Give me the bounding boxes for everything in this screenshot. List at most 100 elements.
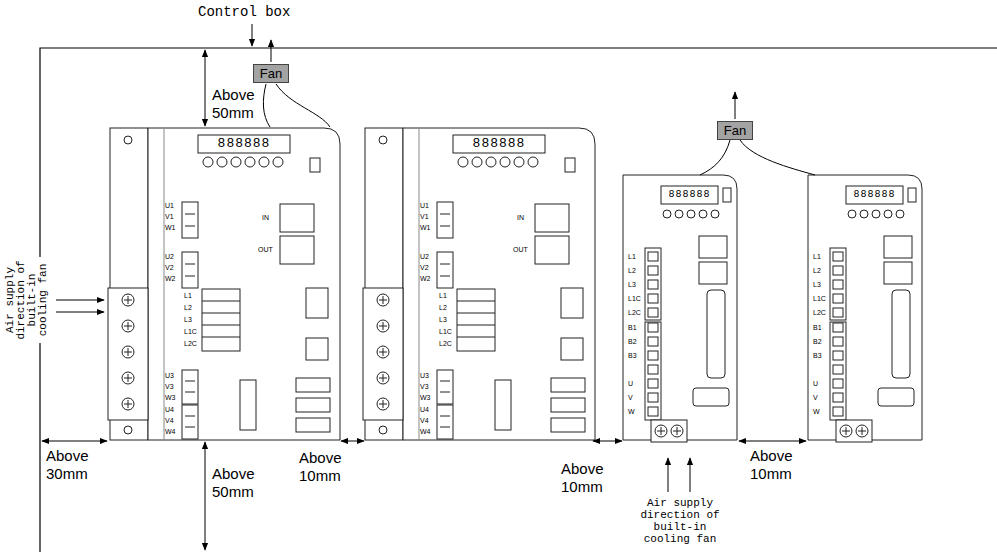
dimension-arrow [205, 442, 206, 550]
terminal-label: L2 [439, 304, 447, 312]
port-label: IN [262, 214, 269, 222]
terminal-label: L2 [628, 267, 636, 275]
terminal-label: W4 [420, 428, 431, 436]
terminal-label: V3 [420, 383, 429, 391]
dimension-arrow [593, 441, 622, 442]
terminal-label: U1 [420, 202, 429, 210]
airflow-line [740, 140, 815, 175]
airflow-arrow [56, 40, 735, 492]
terminal-label: L2 [813, 267, 821, 275]
terminal-label: V3 [165, 383, 174, 391]
display-digits: 888888 [453, 136, 545, 152]
airflow-note: Air supply direction of built-in cooling… [5, 257, 49, 343]
servo-drive [108, 128, 340, 440]
airflow-arrow [668, 458, 669, 492]
display-digits: 888888 [661, 188, 718, 202]
terminal-label: U4 [420, 406, 429, 414]
terminal-label: V1 [420, 213, 429, 221]
terminal-label: B2 [628, 338, 637, 346]
terminal-label: U2 [165, 253, 174, 261]
terminal-label: L1 [439, 292, 447, 300]
terminal-label: W2 [165, 275, 176, 283]
terminal-label: L1 [813, 253, 821, 261]
terminal-label: L1C [813, 295, 826, 303]
control-box-outline [40, 48, 997, 552]
servo-drive [363, 128, 595, 440]
terminal-label: L3 [439, 316, 447, 324]
terminal-label: L1 [184, 292, 192, 300]
airflow-arrow [56, 300, 104, 301]
dimension-arrow [42, 441, 107, 442]
dimension-arrow [341, 441, 364, 442]
dimension-label: Above 10mm [299, 449, 351, 485]
terminal-label: U3 [165, 372, 174, 380]
port-label: OUT [258, 246, 273, 254]
fan-label: Fan [724, 123, 746, 138]
callout-label: Control box [198, 4, 290, 21]
dimension-label: Above 10mm [561, 460, 613, 496]
terminal-label: V [813, 394, 818, 402]
terminal-label: L2 [184, 304, 192, 312]
dimension-arrow [739, 441, 806, 442]
port-label: IN [517, 214, 524, 222]
terminal-label: L1C [628, 295, 641, 303]
dimension-label: Above 10mm [750, 447, 802, 483]
terminal-label: W1 [420, 224, 431, 232]
terminal-label: U [628, 380, 633, 388]
terminal-label: L1C [184, 328, 197, 336]
terminal-label: U [813, 380, 818, 388]
servo-drive [623, 175, 737, 442]
terminal-label: V4 [165, 417, 174, 425]
dimension-arrow [205, 50, 206, 126]
dimension-label: Above 50mm [212, 465, 264, 501]
terminal-label: U3 [420, 372, 429, 380]
terminal-label: W [813, 408, 820, 416]
terminal-label: W4 [165, 428, 176, 436]
terminal-label: L2C [628, 309, 641, 317]
terminal-label: B3 [813, 352, 822, 360]
terminal-label: V2 [165, 264, 174, 272]
airflow-arrow [56, 312, 104, 313]
airflow-note: Air supply direction of built-in cooling… [637, 497, 723, 545]
terminal-label: L3 [628, 281, 636, 289]
terminal-label: L3 [184, 316, 192, 324]
terminal-label: V2 [420, 264, 429, 272]
port-label: OUT [513, 246, 528, 254]
terminal-label: B3 [628, 352, 637, 360]
terminal-label: L3 [813, 281, 821, 289]
display-digits: 888888 [198, 136, 290, 152]
airflow-arrow [735, 92, 736, 119]
fan-box: Fan [717, 121, 753, 140]
terminal-label: B2 [813, 338, 822, 346]
terminal-label: W1 [165, 224, 176, 232]
terminal-label: L1C [439, 328, 452, 336]
servo-drive [808, 175, 922, 442]
airflow-arrow [690, 458, 691, 492]
airflow-line [263, 84, 815, 175]
fan-label: Fan [260, 66, 282, 81]
terminal-label: V4 [420, 417, 429, 425]
terminal-label: V [628, 394, 633, 402]
fan-box: Fan [253, 64, 289, 83]
terminal-label: W2 [420, 275, 431, 283]
terminal-label: U4 [165, 406, 174, 414]
airflow-line [700, 140, 730, 175]
airflow-line [276, 84, 330, 127]
terminal-label: L2C [813, 309, 826, 317]
terminal-label: U2 [420, 253, 429, 261]
terminal-label: B1 [813, 324, 822, 332]
dimension-label: Above 30mm [46, 447, 98, 483]
leader-arrow [252, 24, 253, 46]
terminal-label: B1 [628, 324, 637, 332]
dimension-label: Above 50mm [212, 86, 264, 122]
terminal-label: W [628, 408, 635, 416]
terminal-label: L1 [628, 253, 636, 261]
dimension-arrow [42, 50, 806, 550]
terminal-label: U1 [165, 202, 174, 210]
terminal-label: W3 [165, 394, 176, 402]
terminal-label: V1 [165, 213, 174, 221]
airflow-line [263, 84, 270, 127]
terminal-label: W3 [420, 394, 431, 402]
